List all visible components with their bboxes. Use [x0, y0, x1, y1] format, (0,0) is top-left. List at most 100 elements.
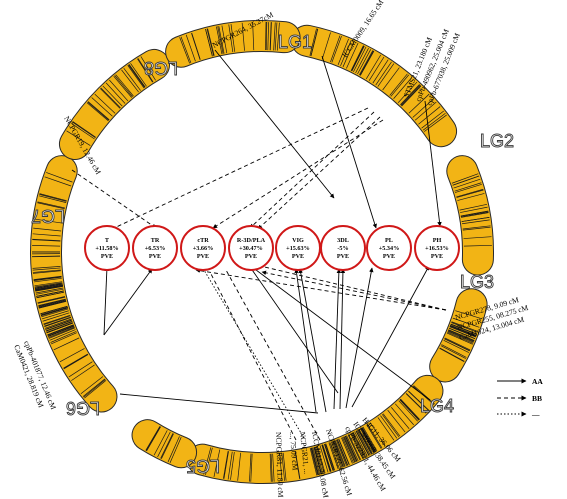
- lg8-marker-band: [191, 32, 201, 60]
- lg1-marker-band: [377, 63, 395, 87]
- lg1-marker-band: [414, 101, 437, 121]
- link-lg3-r3d-b: [261, 270, 447, 311]
- lg6-marker-band: [51, 332, 77, 345]
- lg8-marker-band: [207, 28, 215, 56]
- lg1-marker-band: [397, 81, 418, 103]
- lg4-marker-band: [343, 436, 356, 463]
- lg6-marker-band: [47, 324, 74, 336]
- lg1-marker-band: [389, 73, 408, 96]
- trait-t-line-0: T: [105, 237, 110, 244]
- lg2-marker-band: [463, 244, 492, 247]
- lg5-marker-band: [167, 436, 180, 463]
- lg4-marker-band: [358, 429, 373, 455]
- lg4-marker-band: [369, 422, 386, 447]
- lg2-marker-band: [459, 203, 488, 211]
- lg6-marker-band: [63, 353, 88, 369]
- link-lg4-ctr-dash: [209, 271, 297, 441]
- lg1-marker-band: [359, 50, 374, 76]
- lg3-marker-band: [446, 332, 473, 345]
- lg1-marker-band: [365, 54, 382, 80]
- trait-t-line-1: +11.58%: [95, 245, 118, 252]
- link-lg4-ctr-dash-b: [225, 269, 321, 441]
- lg6-marker-band: [41, 308, 69, 318]
- trait-circle-t: T+11.58%PVE: [84, 225, 130, 271]
- lg8-marker-band: [221, 25, 228, 54]
- link-lg4-vig-a: [294, 268, 317, 413]
- lg6-label: LG6: [66, 398, 100, 418]
- lg6-marker-band: [84, 380, 107, 399]
- lg7-marker-band: [123, 67, 141, 91]
- lg4-marker-band: [357, 429, 372, 455]
- lg6-marker-band: [44, 317, 72, 327]
- marker-lg4-g: ..., 75.09 cM: [288, 432, 300, 471]
- lg4-marker-band: [317, 446, 326, 474]
- lg6-marker-band: [35, 285, 63, 291]
- lg4-marker-band: [361, 427, 377, 452]
- trait-circle-outline: [132, 225, 178, 271]
- lg4-marker-band: [351, 432, 365, 459]
- lg6-marker-band: [36, 290, 64, 297]
- lg1-marker-band: [321, 32, 331, 60]
- link-lg4-ph: [351, 265, 430, 408]
- lg4-marker-band: [381, 414, 400, 438]
- trait-circle-outline: [320, 225, 366, 271]
- trait-pl-line-2: PVE: [383, 253, 395, 260]
- lg2-chromosome: [446, 155, 494, 276]
- trait-circle-outline: [84, 225, 130, 271]
- lg4-marker-band: [322, 444, 332, 472]
- lg4-marker-band: [337, 439, 349, 466]
- lg4-marker-band: [315, 446, 324, 474]
- lg6-marker-band: [32, 233, 61, 237]
- lg4-marker-band: [344, 435, 357, 462]
- lg4-marker-band: [348, 434, 362, 460]
- lg2-marker-band: [454, 182, 482, 192]
- lg6-marker-band: [45, 321, 73, 332]
- lg6-marker-band: [32, 266, 61, 269]
- lg1-marker-band: [330, 35, 341, 63]
- lg2-marker-band: [462, 225, 491, 230]
- lg6-marker-band: [38, 298, 66, 306]
- trait-circle-outline: [366, 225, 412, 271]
- lg1-marker-band: [359, 50, 374, 76]
- lg3-label: LG3: [460, 272, 494, 292]
- lg8-marker-band: [228, 24, 234, 53]
- lg2-marker-band: [456, 188, 484, 198]
- lg1-marker-band: [355, 48, 369, 74]
- lg7-marker-band: [66, 130, 91, 146]
- marker-lg5: NCPGR81, 11.80 cM: [274, 432, 285, 498]
- lg3-marker-band: [443, 339, 470, 353]
- link-lg1-t: [109, 107, 369, 231]
- lg6-marker-band: [42, 312, 70, 322]
- lg4-marker-band: [269, 453, 272, 482]
- lg6-marker-band: [34, 282, 63, 288]
- trait-tr-line-1: +6.53%: [145, 245, 166, 252]
- trait-r3d-line-0: R-3D/PLA: [237, 237, 266, 244]
- lg1-marker-band: [357, 49, 372, 75]
- lg3-marker-band: [451, 321, 478, 332]
- trait-circle-outline: [414, 225, 460, 271]
- lg3-marker-band: [449, 327, 476, 339]
- trait-tr-line-0: TR: [151, 237, 160, 244]
- lg1-marker-band: [400, 84, 421, 106]
- lg6-marker-band: [43, 314, 71, 325]
- lg7-marker-band: [115, 74, 134, 97]
- lg1-marker-band: [360, 50, 375, 76]
- link-lg6-lg4: [119, 393, 319, 414]
- lg1-marker-band: [353, 46, 367, 73]
- lg4-marker-band: [311, 447, 319, 476]
- lg4-marker-band: [325, 443, 335, 471]
- trait-circle-outline: [228, 225, 274, 271]
- trait-pl-line-0: PL: [385, 237, 393, 244]
- lg4-marker-band: [408, 390, 429, 411]
- lg7-marker-band: [71, 123, 95, 140]
- lg1-marker-band: [309, 28, 317, 56]
- lg6-marker-band: [32, 269, 61, 273]
- lg4-marker-band: [205, 447, 213, 476]
- lg8-marker-band: [276, 22, 280, 51]
- lg3-marker-band: [449, 326, 476, 338]
- link-lg1-r3d-b: [257, 116, 381, 230]
- lg8-marker-band: [180, 36, 192, 64]
- lg6-marker-band: [32, 255, 61, 258]
- lg6-marker-band: [40, 305, 68, 315]
- lg8-marker-band: [267, 22, 269, 51]
